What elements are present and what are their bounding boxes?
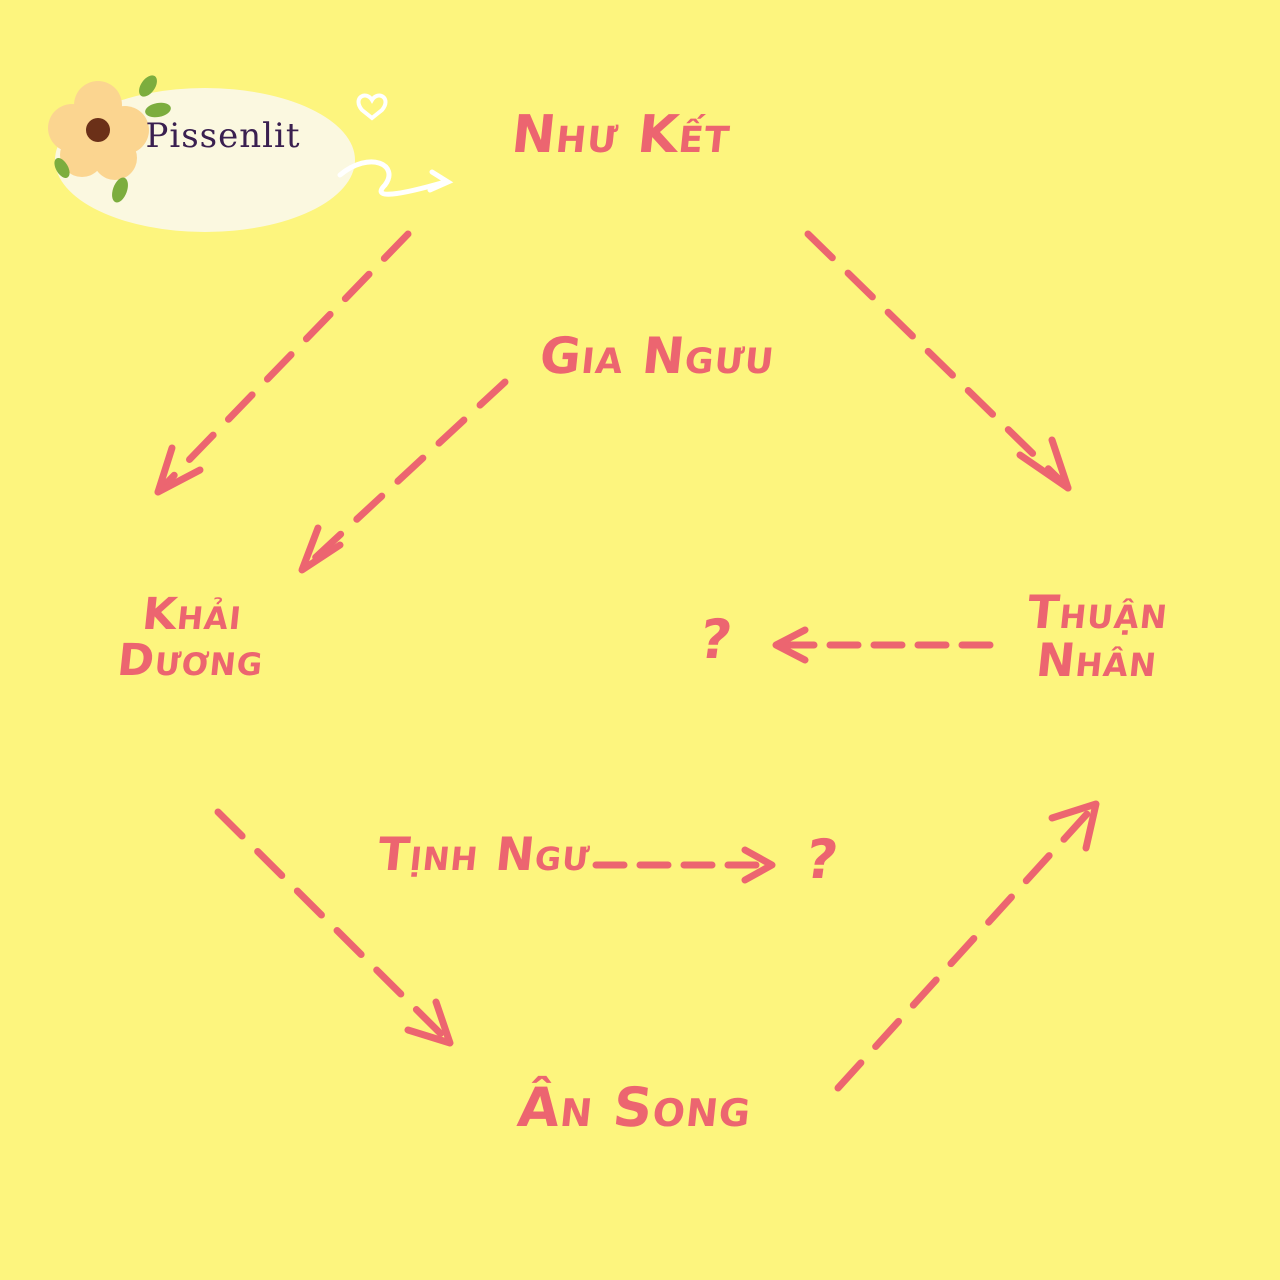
flower-icon [48, 81, 149, 180]
arrowhead [1048, 800, 1100, 852]
arrow-gia-nguu-to-khai-duong [298, 378, 509, 574]
node-gia-nguu: Gia Ngưu [536, 327, 778, 385]
arrowhead [741, 846, 776, 884]
arrow-nhu-ket-to-thuan-nhan [804, 230, 1072, 492]
leaf-icon [54, 158, 70, 178]
node-khai-duong: Khải Dương [114, 589, 271, 687]
leaf-icon [145, 102, 171, 118]
arrowhead [772, 626, 809, 664]
arrow-an-song-to-thuan-nhan [834, 800, 1100, 1092]
pissenlit-logo [48, 75, 454, 232]
arrows [154, 230, 1100, 1092]
node-thuan-nhan-line2: Nhân [1033, 633, 1161, 688]
leaf-icon [139, 75, 157, 97]
arrowhead [404, 998, 454, 1047]
arrows-short [592, 641, 994, 869]
logo-swirl [337, 159, 448, 197]
logo-swirl-head [427, 169, 454, 193]
arrowhead [298, 524, 344, 574]
logo-heart [356, 93, 388, 121]
node-thuan-nhan: Thuận Nhân [1020, 585, 1172, 688]
arrow-khai-duong-to-an-song [214, 808, 454, 1047]
leaf-icon [112, 177, 128, 203]
node-an-song: Ân Song [514, 1076, 755, 1139]
arrowheads [154, 436, 1100, 1047]
arrowhead [1016, 436, 1072, 492]
node-khai-duong-line2: Dương [114, 635, 267, 687]
logo-text: Pissenlit [145, 116, 301, 156]
node-thuan-nhan-line1: Thuận [1024, 585, 1172, 639]
arrow-nhu-ket-to-khai-duong [154, 230, 412, 496]
node-tinh-ngu: Tịnh Ngư [375, 827, 594, 881]
node-khai-duong-line1: Khải [139, 589, 245, 640]
node-nhu-ket: Như Kết [508, 105, 734, 165]
arrowhead [154, 444, 204, 496]
